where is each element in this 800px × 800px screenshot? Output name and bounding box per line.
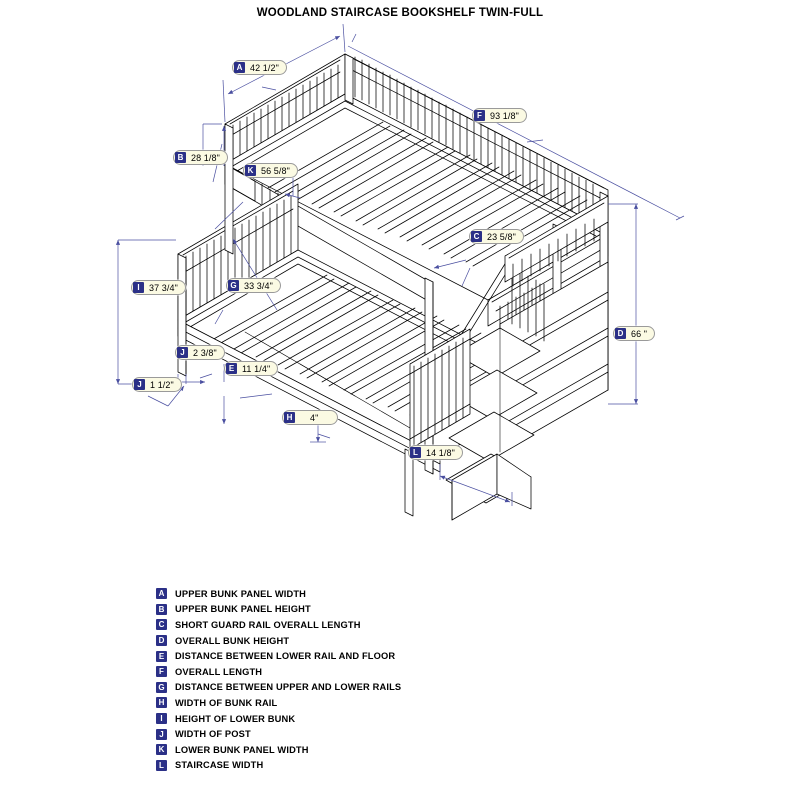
callout-value-H: 4"	[310, 412, 319, 423]
callout-H: H 4"	[282, 410, 338, 425]
legend-desc-E: DISTANCE BETWEEN LOWER RAIL AND FLOOR	[175, 651, 396, 662]
callout-value-J-2: 1 1/2"	[150, 379, 174, 390]
bookshelf-back	[499, 261, 609, 453]
legend-item-J: J WIDTH OF POST	[156, 726, 576, 742]
legend-desc-C: SHORT GUARD RAIL OVERALL LENGTH	[175, 619, 361, 630]
callout-value-L: 14 1/8"	[426, 447, 455, 458]
callout-value-I: 37 3/4"	[149, 282, 178, 293]
callout-C: C 23 5/8"	[469, 229, 524, 244]
legend-item-K: K LOWER BUNK PANEL WIDTH	[156, 742, 576, 758]
callout-value-B: 28 1/8"	[191, 152, 220, 163]
callout-badge-G: G	[228, 280, 239, 291]
callout-L: L 14 1/8"	[408, 445, 463, 460]
legend-desc-G: DISTANCE BETWEEN UPPER AND LOWER RAILS	[175, 682, 402, 693]
callout-J-post-width-2: J 1 1/2"	[132, 377, 182, 392]
callout-E: E 11 1/4"	[224, 361, 279, 376]
callout-value-J-1: 2 3/8"	[193, 347, 217, 358]
callout-badge-H: H	[284, 412, 295, 423]
callout-value-F: 93 1/8"	[490, 110, 519, 121]
legend-item-B: B UPPER BUNK PANEL HEIGHT	[156, 602, 576, 618]
legend-item-A: A UPPER BUNK PANEL WIDTH	[156, 586, 576, 602]
legend-badge-H: H	[156, 697, 167, 709]
callout-I: I 37 3/4"	[131, 280, 186, 295]
legend-badge-A: A	[156, 588, 167, 600]
callout-badge-A: A	[234, 62, 245, 73]
legend-desc-I: HEIGHT OF LOWER BUNK	[175, 713, 296, 724]
legend-badge-B: B	[156, 603, 167, 615]
legend-desc-F: OVERALL LENGTH	[175, 666, 263, 677]
legend-badge-D: D	[156, 635, 167, 647]
legend-badge-L: L	[156, 759, 167, 771]
page-title: WOODLAND STAIRCASE BOOKSHELF TWIN-FULL	[256, 7, 544, 19]
legend-item-I: I HEIGHT OF LOWER BUNK	[156, 711, 576, 727]
legend-badge-K: K	[156, 744, 167, 756]
legend-desc-D: OVERALL BUNK HEIGHT	[175, 635, 290, 646]
technical-drawing: A 42 1/2" F 93 1/8" B 28 1/8" K 56 5/8" …	[0, 24, 800, 544]
legend-desc-J: WIDTH OF POST	[175, 729, 251, 740]
legend-item-H: H WIDTH OF BUNK RAIL	[156, 695, 576, 711]
callout-D: D 66 "	[613, 326, 656, 341]
legend-desc-A: UPPER BUNK PANEL WIDTH	[175, 588, 307, 599]
callout-badge-D: D	[615, 328, 626, 339]
callout-K: K 56 5/8"	[243, 163, 298, 178]
callout-value-G: 33 3/4"	[244, 280, 273, 291]
callout-value-C: 23 5/8"	[487, 231, 516, 242]
callout-value-K: 56 5/8"	[261, 165, 290, 176]
legend-desc-K: LOWER BUNK PANEL WIDTH	[175, 744, 309, 755]
legend-item-D: D OVERALL BUNK HEIGHT	[156, 633, 576, 649]
callout-value-E: 11 1/4"	[242, 363, 271, 374]
legend-badge-F: F	[156, 666, 167, 678]
callout-badge-J-2: J	[134, 379, 145, 390]
legend-badge-I: I	[156, 713, 167, 725]
callout-badge-B: B	[175, 152, 186, 163]
callout-badge-E: E	[226, 363, 237, 374]
callout-B: B 28 1/8"	[173, 150, 228, 165]
legend-badge-E: E	[156, 650, 167, 662]
callout-badge-K: K	[245, 165, 256, 176]
legend: A UPPER BUNK PANEL WIDTH B UPPER BUNK PA…	[156, 586, 576, 773]
legend-item-E: E DISTANCE BETWEEN LOWER RAIL AND FLOOR	[156, 648, 576, 664]
callout-value-D: 66 "	[631, 328, 648, 339]
legend-item-G: G DISTANCE BETWEEN UPPER AND LOWER RAILS	[156, 680, 576, 696]
callout-F: F 93 1/8"	[472, 108, 527, 123]
callout-A: A 42 1/2"	[232, 60, 287, 75]
legend-desc-L: STAIRCASE WIDTH	[175, 760, 264, 771]
legend-desc-H: WIDTH OF BUNK RAIL	[175, 697, 278, 708]
legend-item-L: L STAIRCASE WIDTH	[156, 758, 576, 774]
callout-badge-F: F	[474, 110, 485, 121]
callout-value-A: 42 1/2"	[250, 62, 279, 73]
callout-G: G 33 3/4"	[226, 278, 281, 293]
callout-J-post-width: J 2 3/8"	[175, 345, 225, 360]
upper-bunk-frame	[224, 93, 609, 301]
callout-badge-C: C	[471, 231, 482, 242]
legend-item-F: F OVERALL LENGTH	[156, 664, 576, 680]
legend-badge-J: J	[156, 728, 167, 740]
legend-badge-G: G	[156, 681, 167, 693]
callout-badge-I: I	[133, 282, 144, 293]
callout-badge-L: L	[410, 447, 421, 458]
callout-badge-J-1: J	[177, 347, 188, 358]
legend-desc-B: UPPER BUNK PANEL HEIGHT	[175, 604, 311, 615]
legend-badge-C: C	[156, 619, 167, 631]
short-guard-rail	[487, 229, 609, 329]
legend-item-C: C SHORT GUARD RAIL OVERALL LENGTH	[156, 617, 576, 633]
